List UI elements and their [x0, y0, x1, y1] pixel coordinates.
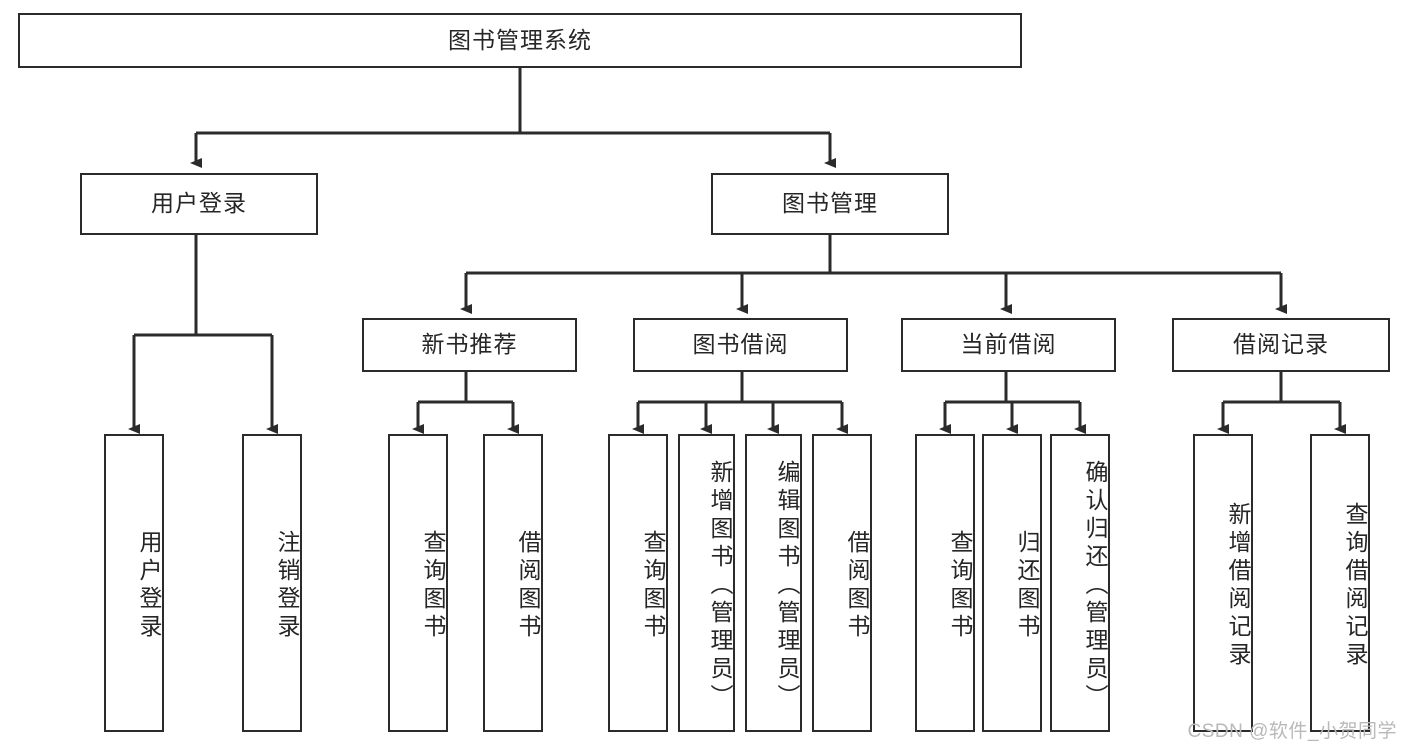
leaf-query-borrow-record-label: 查询借阅记录 [1342, 502, 1368, 670]
leaf-edit-book-admin-label: 编辑图书（管理员） [774, 460, 800, 712]
node-current-borrow-label: 当前借阅 [960, 331, 1057, 358]
node-root-label: 图书管理系统 [448, 26, 592, 53]
node-book-borrow-label: 图书借阅 [692, 331, 789, 358]
node-borrow-record[interactable]: 借阅记录 [1172, 318, 1390, 372]
leaf-borrow-book[interactable]: 借阅图书 [812, 434, 872, 732]
leaf-borrow-book-recommend-label: 借阅图书 [515, 530, 541, 642]
leaf-borrow-book-label: 借阅图书 [844, 530, 870, 642]
leaf-query-book-current[interactable]: 查询图书 [915, 434, 975, 732]
leaf-logout-label: 注销登录 [274, 530, 300, 642]
node-book-management-label: 图书管理 [782, 190, 878, 217]
node-user-login[interactable]: 用户登录 [80, 173, 318, 235]
leaf-confirm-return-admin[interactable]: 确认归还（管理员） [1050, 434, 1110, 732]
leaf-add-book-admin[interactable]: 新增图书（管理员） [678, 434, 735, 732]
leaf-edit-book-admin[interactable]: 编辑图书（管理员） [745, 434, 802, 732]
node-book-borrow[interactable]: 图书借阅 [633, 318, 848, 372]
node-new-book-recommend[interactable]: 新书推荐 [362, 318, 577, 372]
node-root[interactable]: 图书管理系统 [18, 13, 1022, 68]
leaf-add-borrow-record[interactable]: 新增借阅记录 [1193, 434, 1253, 732]
watermark: CSDN @软件_小贺同学 [1187, 721, 1397, 742]
leaf-return-book-label: 归还图书 [1014, 530, 1040, 642]
leaf-query-book-borrow-label: 查询图书 [640, 530, 666, 642]
leaf-query-book-recommend[interactable]: 查询图书 [388, 434, 448, 732]
leaf-add-book-admin-label: 新增图书（管理员） [707, 460, 733, 712]
node-book-management[interactable]: 图书管理 [711, 173, 949, 235]
leaf-user-login-label: 用户登录 [136, 530, 162, 642]
leaf-borrow-book-recommend[interactable]: 借阅图书 [483, 434, 543, 732]
node-borrow-record-label: 借阅记录 [1233, 331, 1329, 358]
node-current-borrow[interactable]: 当前借阅 [901, 318, 1116, 372]
leaf-logout[interactable]: 注销登录 [242, 434, 302, 732]
leaf-add-borrow-record-label: 新增借阅记录 [1225, 502, 1251, 670]
node-new-book-recommend-label: 新书推荐 [421, 331, 518, 358]
leaf-query-borrow-record[interactable]: 查询借阅记录 [1310, 434, 1370, 732]
leaf-query-book-current-label: 查询图书 [947, 530, 973, 642]
node-user-login-label: 用户登录 [151, 190, 247, 217]
leaf-return-book[interactable]: 归还图书 [982, 434, 1042, 732]
leaf-user-login[interactable]: 用户登录 [104, 434, 164, 732]
leaf-query-book-recommend-label: 查询图书 [420, 530, 446, 642]
leaf-confirm-return-admin-label: 确认归还（管理员） [1082, 460, 1108, 712]
leaf-query-book-borrow[interactable]: 查询图书 [608, 434, 668, 732]
